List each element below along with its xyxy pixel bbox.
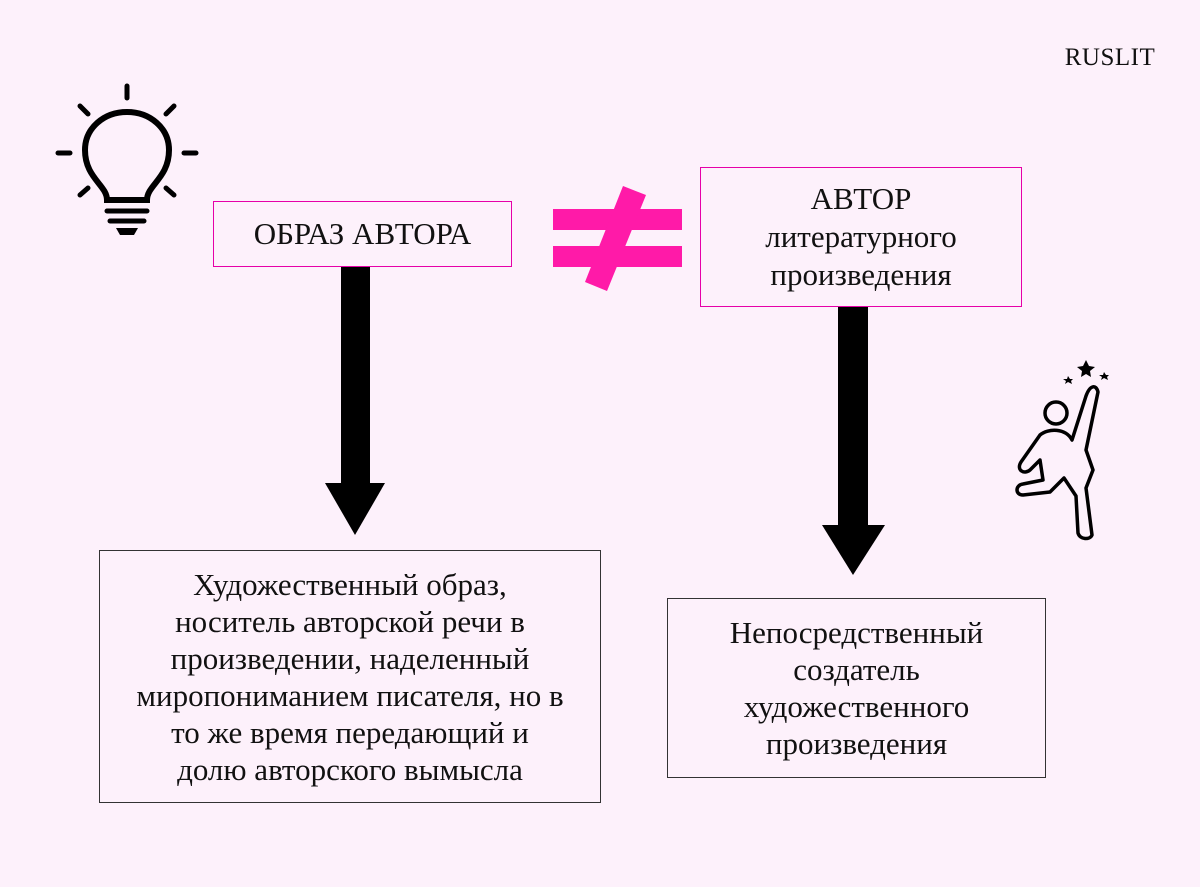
image-of-author-definition: Художественный образ, носитель авторской… [99,550,601,803]
author-definition: Непосредственный создатель художественно… [667,598,1046,778]
image-of-author-node: ОБРАЗ АВТОРА [213,201,512,267]
brand-label: RUSLIT [1064,44,1156,71]
author-node: АВТОР литературного произведения [700,167,1022,307]
